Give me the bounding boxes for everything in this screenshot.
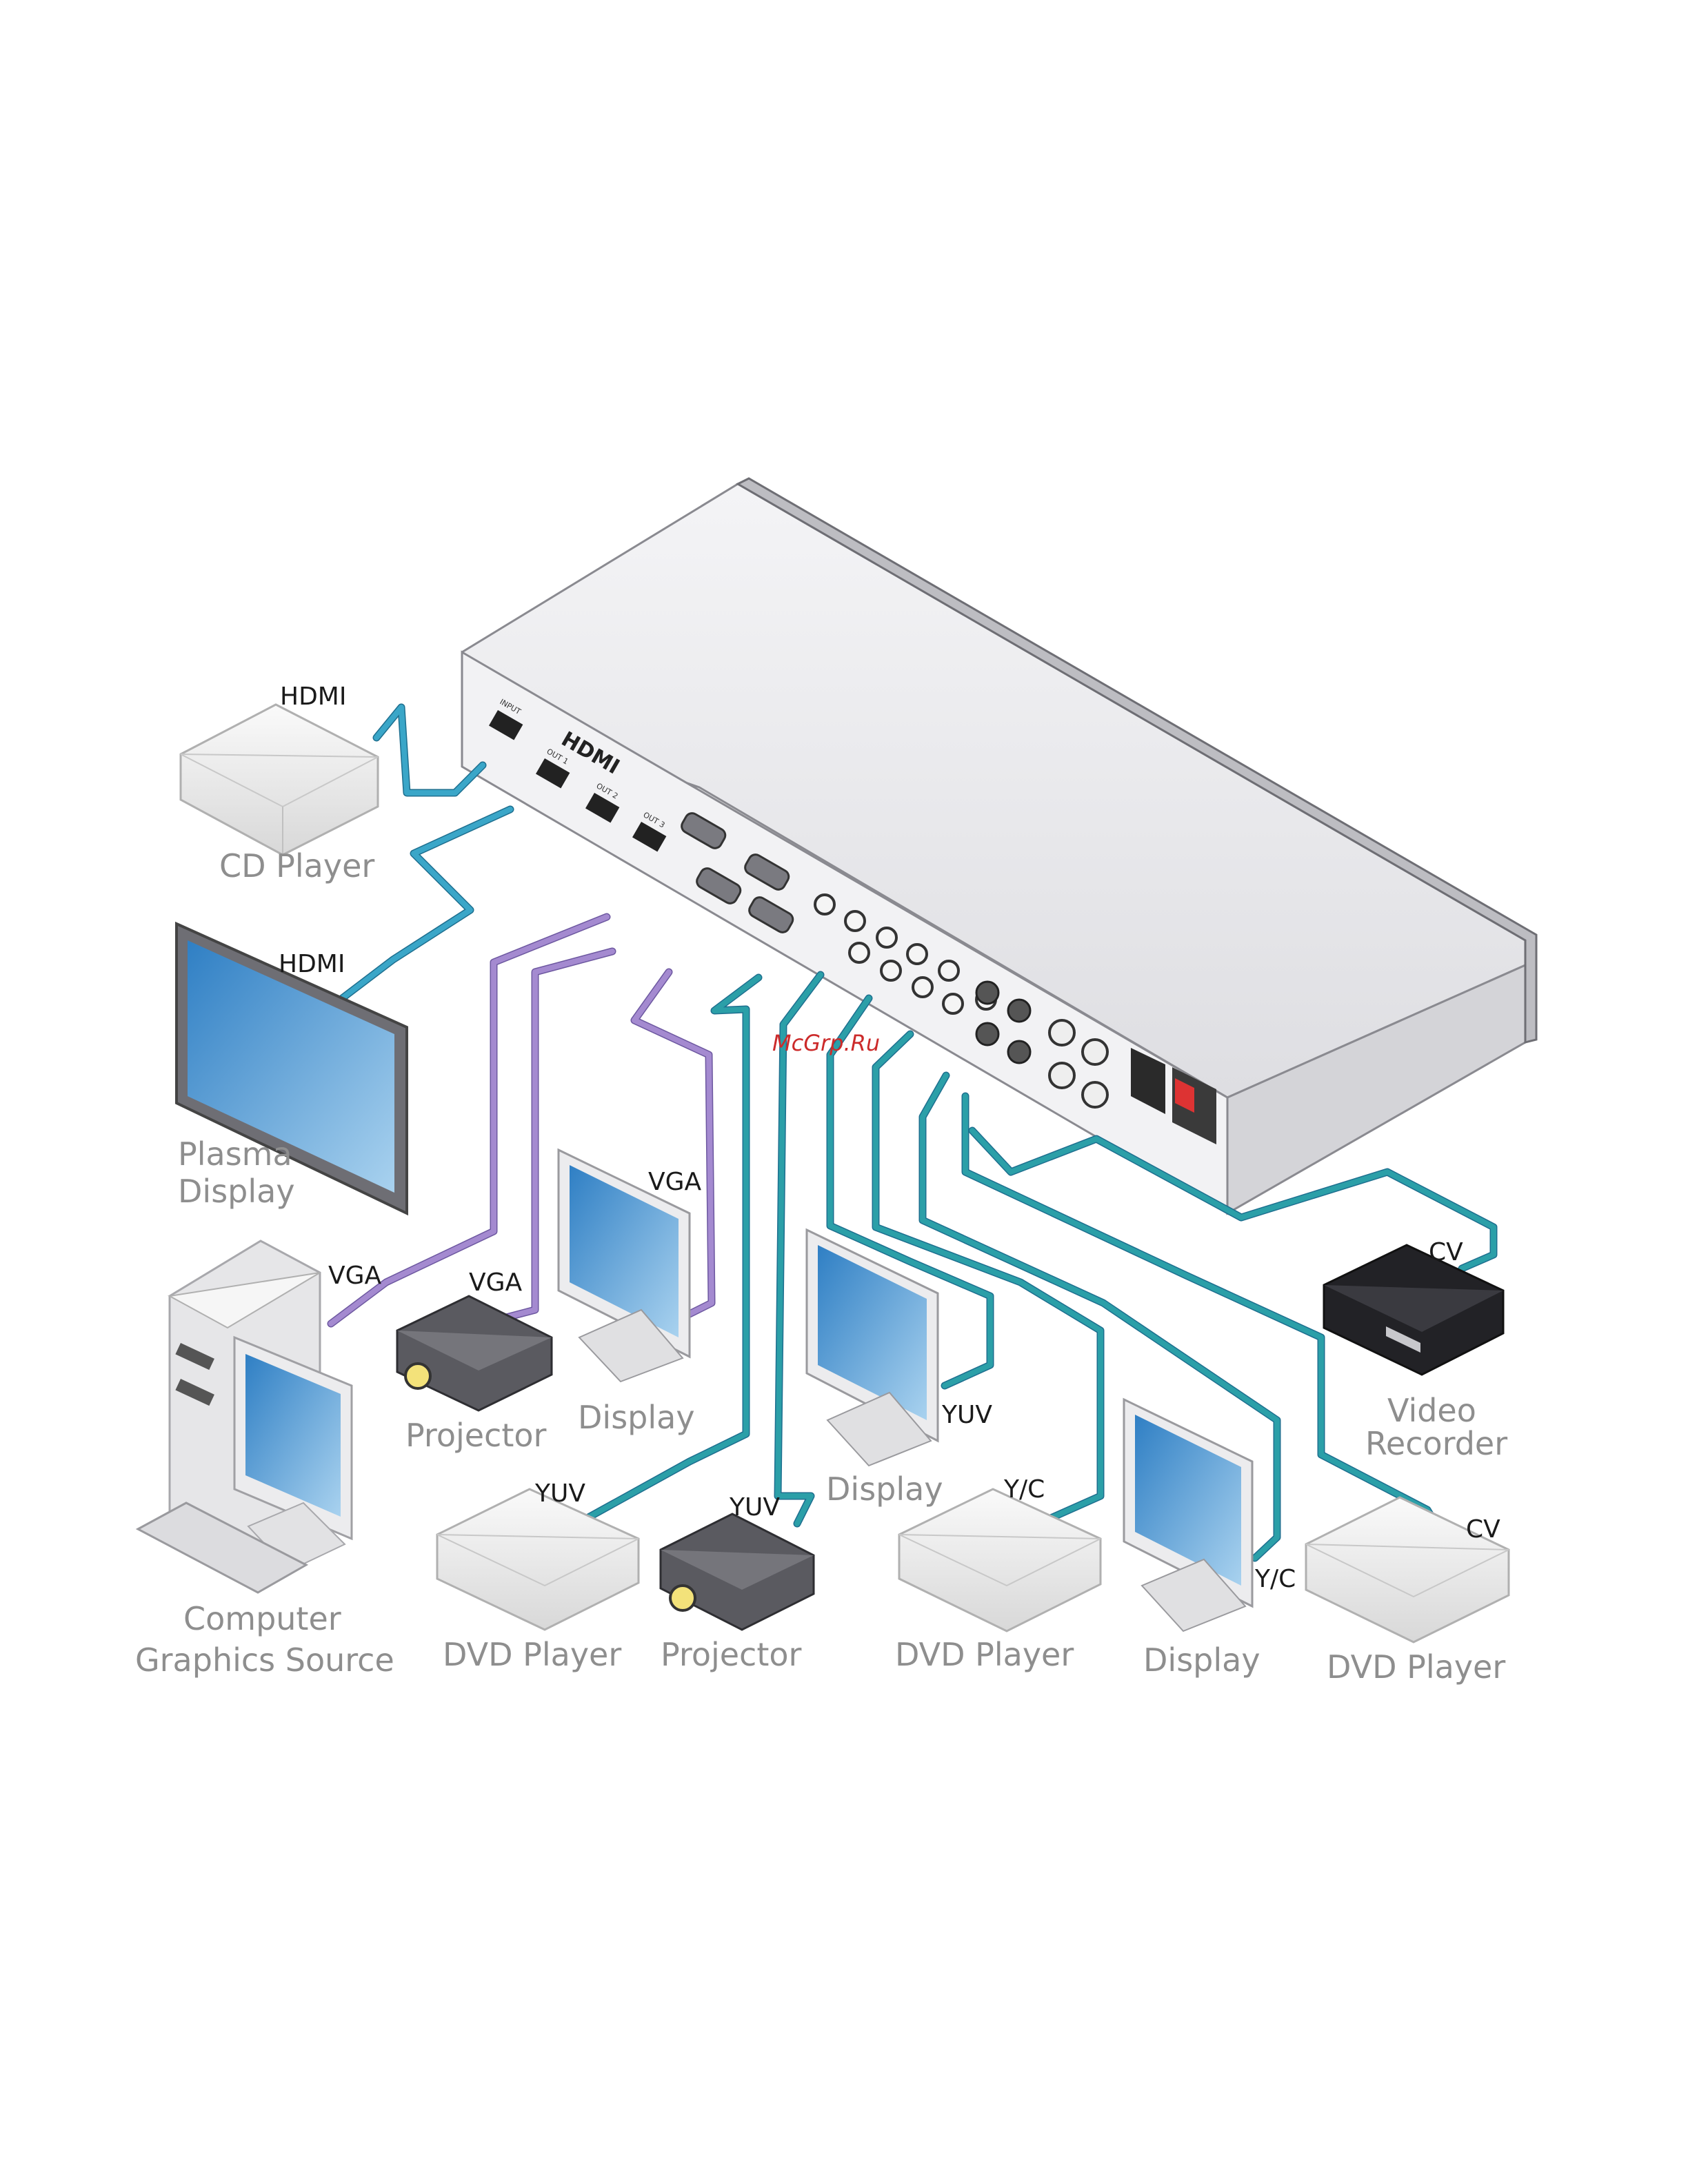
label-cd-player: CD Player [219,847,374,884]
signal-yc-display: Y/C [1254,1565,1296,1593]
label-dvd-player-yc: DVD Player [895,1636,1074,1673]
signal-yuv-projector: YUV [729,1493,780,1521]
label-display-vga: Display [578,1399,695,1436]
signal-cv-recorder: CV [1429,1238,1463,1266]
signal-vga-computer: VGA [328,1262,382,1290]
signal-vga-projector: VGA [469,1268,523,1297]
watermark-text: McGrp.Ru [772,1030,880,1056]
label-projector-vga: Projector [405,1417,547,1454]
signal-hdmi-out: HDMI [279,950,345,978]
signal-yuv-display: YUV [941,1401,992,1429]
label-recorder-line1: Video [1387,1392,1476,1429]
label-dvd-player-cv: DVD Player [1327,1648,1505,1686]
signal-hdmi-in: HDMI [280,682,346,711]
label-plasma-line2: Display [178,1173,295,1210]
label-recorder-line2: Recorder [1365,1425,1507,1462]
label-dvd-player-yuv: DVD Player [443,1636,621,1673]
cable-hdmi-out [324,809,510,1012]
signal-cv-dvd: CV [1466,1515,1500,1544]
cd-player-device [181,705,378,855]
signal-yuv-dvd: YUV [534,1479,585,1508]
display-yc-device [1124,1399,1252,1631]
label-computer-line2: Graphics Source [135,1641,394,1679]
computer-device [138,1241,352,1593]
label-projector-yuv: Projector [661,1636,802,1673]
label-plasma-line1: Plasma [178,1135,292,1173]
label-display-yc: Display [1143,1641,1260,1679]
projector-yuv-device [661,1514,814,1630]
label-display-yuv: Display [826,1470,943,1508]
signal-vga-display: VGA [648,1168,702,1196]
switcher-unit: HDMI INPUT OUT 1 OUT 2 OUT 3 [462,478,1536,1213]
label-computer-line1: Computer [183,1600,341,1637]
signal-yc-dvd: Y/C [1003,1475,1045,1504]
